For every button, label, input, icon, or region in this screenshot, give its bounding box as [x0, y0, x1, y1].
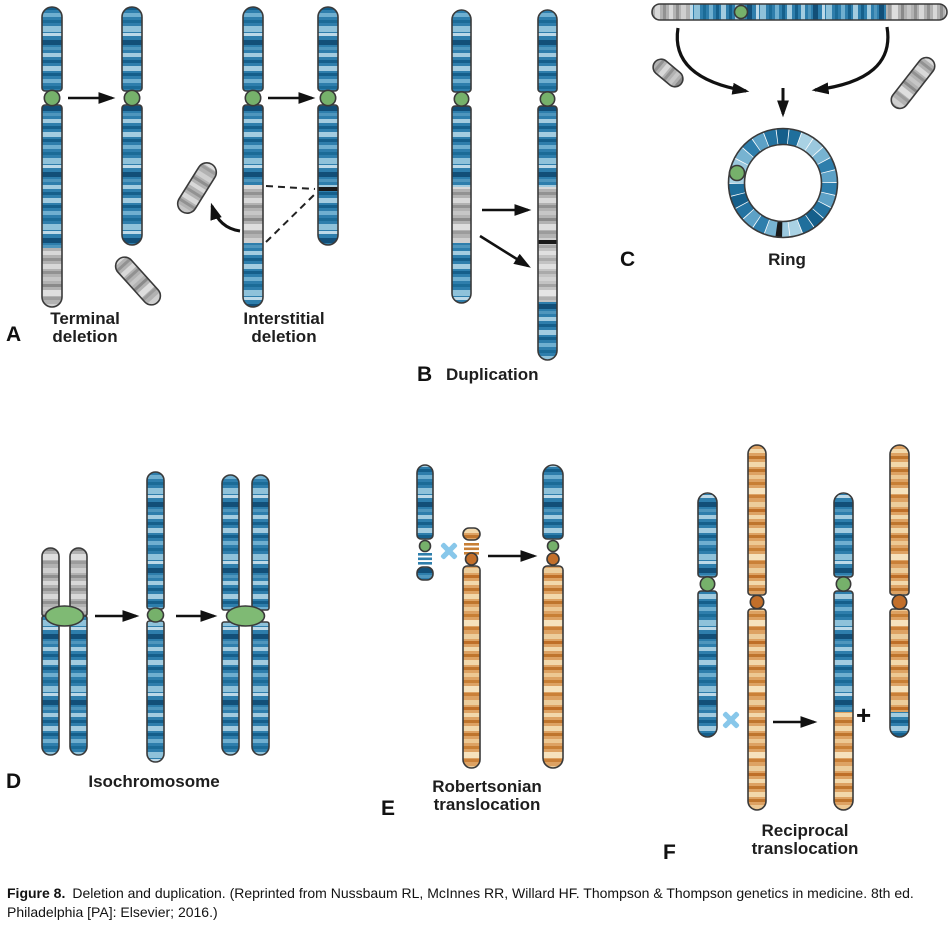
chromosome-arm	[417, 465, 433, 539]
chromosome-arm	[890, 609, 909, 737]
plus-sign: +	[856, 700, 872, 730]
panel-letter-e: E	[381, 797, 396, 820]
ring-chromosome	[727, 127, 839, 239]
chromosome-arm	[318, 7, 338, 91]
robertsonian-fused-chromosome	[542, 464, 564, 769]
figure-caption-title: Figure 8.	[7, 885, 66, 901]
chromosome-arm	[417, 567, 433, 580]
reciprocal-label: Reciprocal translocation	[751, 821, 859, 858]
isochromosome-single	[146, 471, 165, 763]
chromosome-arm	[543, 465, 563, 539]
curved-arrow	[811, 26, 890, 95]
chromosome-arm	[890, 445, 909, 595]
acentric-fragment	[887, 54, 939, 112]
dashed-line	[265, 192, 317, 243]
chromosome-arm	[42, 105, 62, 307]
chromosome-arm	[42, 548, 59, 616]
chromosome-arm	[463, 528, 480, 540]
chromosome-terminal-original	[41, 6, 63, 308]
chromosome-ring-source	[651, 3, 948, 21]
isochromosome-original	[41, 547, 88, 756]
duplication-label: Duplication	[446, 365, 539, 384]
ring-label: Ring	[768, 250, 806, 269]
chromosome-arm	[698, 591, 717, 737]
chromosome-interstitial-original	[242, 6, 264, 308]
isochromosome-label: Isochromosome	[88, 772, 220, 791]
chromosome-arm	[252, 475, 269, 610]
dashed-line	[265, 185, 316, 190]
chromosome-arm	[147, 472, 164, 609]
chromosome-arm	[42, 616, 59, 755]
chromosome-arm	[70, 548, 87, 616]
crossover-icon	[722, 711, 740, 729]
robertsonian-label: Robertsonian translocation	[432, 777, 542, 814]
derivative-blue-chromosome	[833, 492, 854, 811]
chromosome-arm	[887, 54, 939, 112]
chromosome-arm	[834, 591, 853, 810]
terminal-deletion-label: Terminal deletion	[50, 309, 120, 346]
crossover-icon	[440, 542, 458, 560]
chromosome-blue-original	[697, 492, 718, 738]
chromosome-arm	[834, 493, 853, 577]
chromosome-arm	[122, 105, 142, 245]
chromosome-arm	[243, 105, 263, 307]
chromosome-arm	[122, 7, 142, 91]
chromosome-arm	[70, 616, 87, 755]
chromosome-terminal-deleted	[121, 6, 143, 246]
chromosome-arm	[243, 7, 263, 91]
chromosome-arm	[174, 159, 220, 217]
acrocentric-orange-chromosome	[462, 527, 481, 769]
chromosome-arm	[748, 609, 766, 810]
chromosome-arm	[452, 106, 471, 303]
deleted-terminal-fragment	[111, 253, 165, 309]
curved-arrow	[210, 202, 241, 233]
acentric-fragment	[649, 55, 687, 91]
arrow	[479, 234, 531, 268]
panel-letter-a: A	[6, 323, 22, 346]
chromosome-arm	[463, 566, 480, 768]
chromosome-arm	[543, 566, 563, 768]
chromosome-arm	[748, 445, 766, 595]
chromosome-duplicated	[537, 9, 558, 361]
curved-arrow	[675, 27, 750, 95]
chromosome-orange-original	[747, 444, 767, 811]
chromosome-arm	[222, 475, 239, 610]
panel-letter-d: D	[6, 770, 22, 793]
deleted-interstitial-fragment	[174, 159, 220, 217]
isochromosome-result	[221, 474, 270, 756]
chromosome-arm	[222, 622, 239, 755]
chromosome-arm	[111, 253, 165, 309]
chromosome-arm	[538, 106, 557, 360]
chromosome-arm	[538, 10, 557, 92]
chromosome-interstitial-deleted	[317, 6, 339, 246]
figure-caption-text: Deletion and duplication. (Reprinted fro…	[7, 885, 914, 920]
chromosome-arm	[42, 7, 62, 91]
chromosome-arm	[649, 55, 687, 91]
chromosome-arm	[698, 493, 717, 577]
acrocentric-blue-chromosome	[416, 464, 434, 581]
panel-letter-f: F	[663, 841, 676, 864]
chromosome-arm	[252, 622, 269, 755]
panel-letter-c: C	[620, 248, 636, 271]
panel-letter-b: B	[417, 363, 433, 386]
chromosome-arm	[452, 10, 471, 92]
interstitial-deletion-label: Interstitial deletion	[243, 309, 325, 346]
chromosome-duplication-original	[451, 9, 472, 304]
derivative-orange-chromosome	[889, 444, 910, 738]
figure-caption: Figure 8.Deletion and duplication. (Repr…	[7, 884, 945, 922]
chromosome-arm	[147, 621, 164, 762]
chromosome-diagram	[41, 3, 948, 811]
chromosome-arm	[318, 105, 338, 245]
